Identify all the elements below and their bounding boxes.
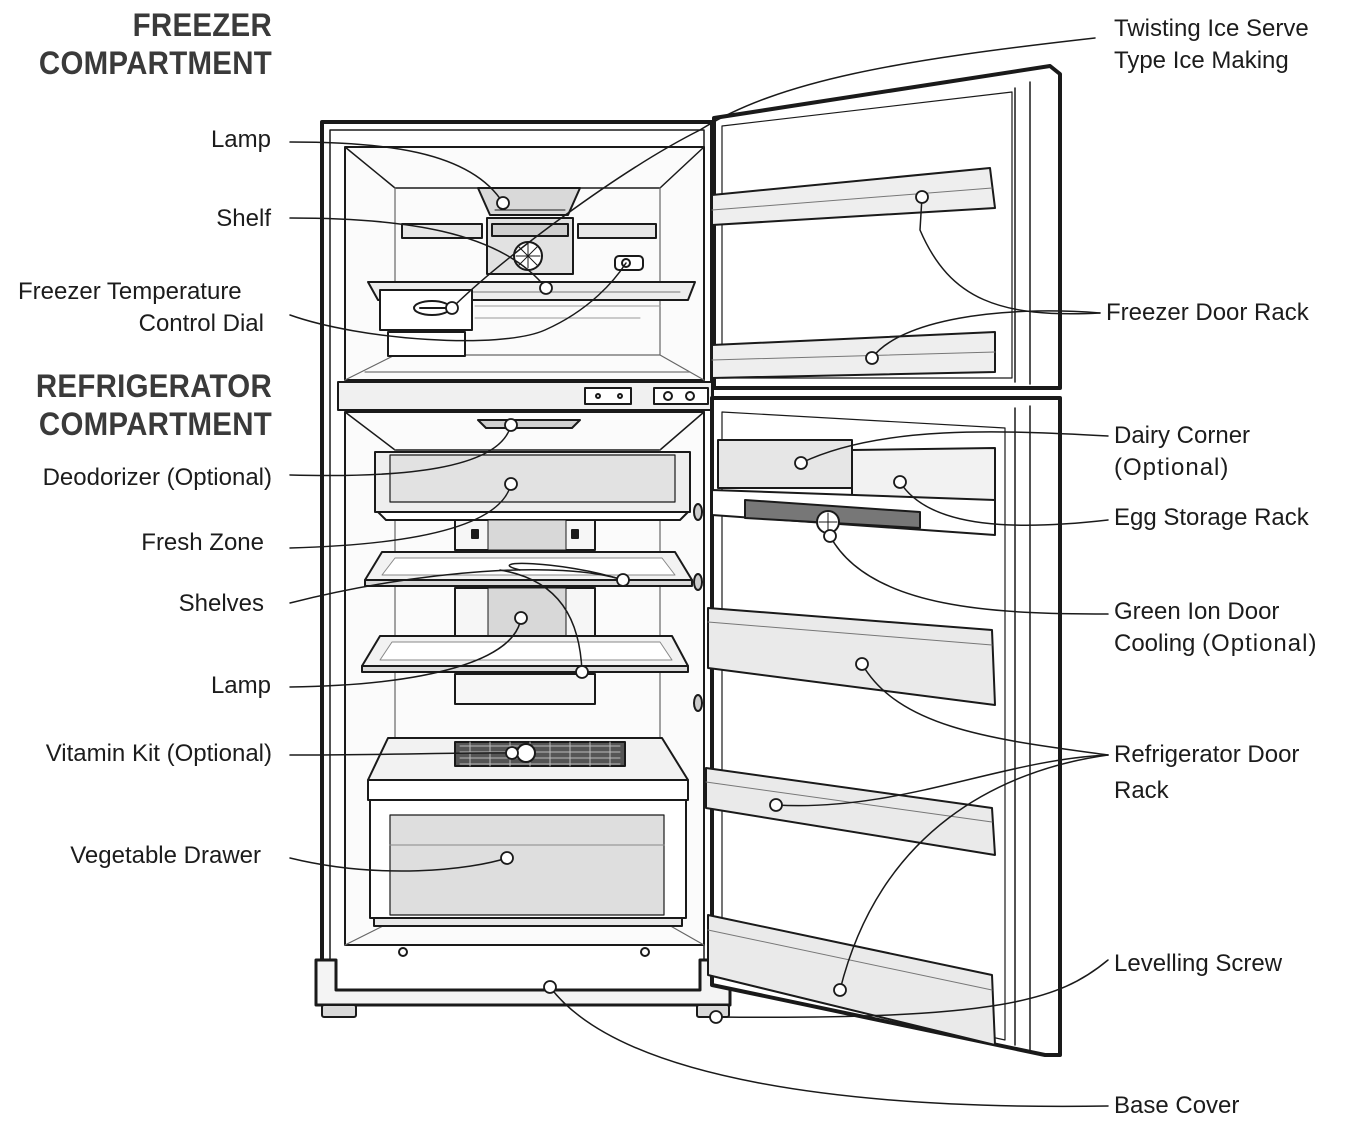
freezer-heading: FREEZER COMPARTMENT bbox=[31, 6, 272, 82]
fridge-interior bbox=[361, 419, 703, 927]
label-dairy-corner-optional: (Optional) bbox=[1114, 454, 1230, 481]
label-deodorizer: Deodorizer (Optional) bbox=[42, 464, 272, 491]
label-dairy-corner: Dairy Corner bbox=[1114, 422, 1251, 449]
label-freezer-lamp: Lamp bbox=[210, 126, 271, 153]
label-shelves: Shelves bbox=[178, 590, 264, 617]
label-fresh-zone: Fresh Zone bbox=[141, 529, 264, 556]
label-ice-serve-line1: Twisting Ice Serve bbox=[1114, 15, 1309, 42]
callout-dots bbox=[445, 190, 929, 1024]
label-freezer-shelf: Shelf bbox=[216, 205, 271, 232]
label-base-cover: Base Cover bbox=[1114, 1092, 1240, 1119]
refrigerator-heading-line1: REFRIGERATOR bbox=[35, 368, 272, 404]
label-vitamin-kit: Vitamin Kit (Optional) bbox=[45, 740, 272, 767]
freezer-door bbox=[711, 64, 1062, 390]
leader-lines bbox=[289, 37, 1109, 1108]
label-fridge-door-rack-line2: Rack bbox=[1114, 777, 1169, 804]
label-temp-dial-line1: Freezer Temperature bbox=[18, 278, 242, 305]
refrigerator-heading: REFRIGERATOR COMPARTMENT bbox=[31, 367, 272, 443]
label-fridge-lamp: Lamp bbox=[210, 672, 271, 699]
label-ice-serve-line2: Type Ice Making bbox=[1114, 47, 1289, 74]
label-levelling-screw: Levelling Screw bbox=[1114, 950, 1283, 977]
freezer-heading-line2: COMPARTMENT bbox=[38, 45, 273, 81]
label-green-ion-line2: Cooling (Optional) bbox=[1114, 628, 1317, 660]
label-green-ion-optional: (Optional) bbox=[1202, 630, 1318, 657]
freezer-heading-line1: FREEZER bbox=[132, 7, 272, 43]
label-vegetable-drawer: Vegetable Drawer bbox=[70, 842, 261, 869]
label-fridge-door-rack-line1: Refrigerator Door bbox=[1114, 741, 1300, 768]
label-green-ion-cooling: Cooling bbox=[1114, 630, 1196, 657]
freezer-interior bbox=[364, 187, 696, 373]
fridge-door bbox=[705, 396, 1062, 1057]
label-freezer-door-rack: Freezer Door Rack bbox=[1106, 299, 1309, 326]
label-egg-storage-rack: Egg Storage Rack bbox=[1114, 504, 1309, 531]
label-green-ion-line1: Green Ion Door bbox=[1114, 598, 1280, 625]
label-temp-dial-line2: Control Dial bbox=[138, 310, 264, 337]
refrigerator-heading-line2: COMPARTMENT bbox=[38, 406, 273, 442]
